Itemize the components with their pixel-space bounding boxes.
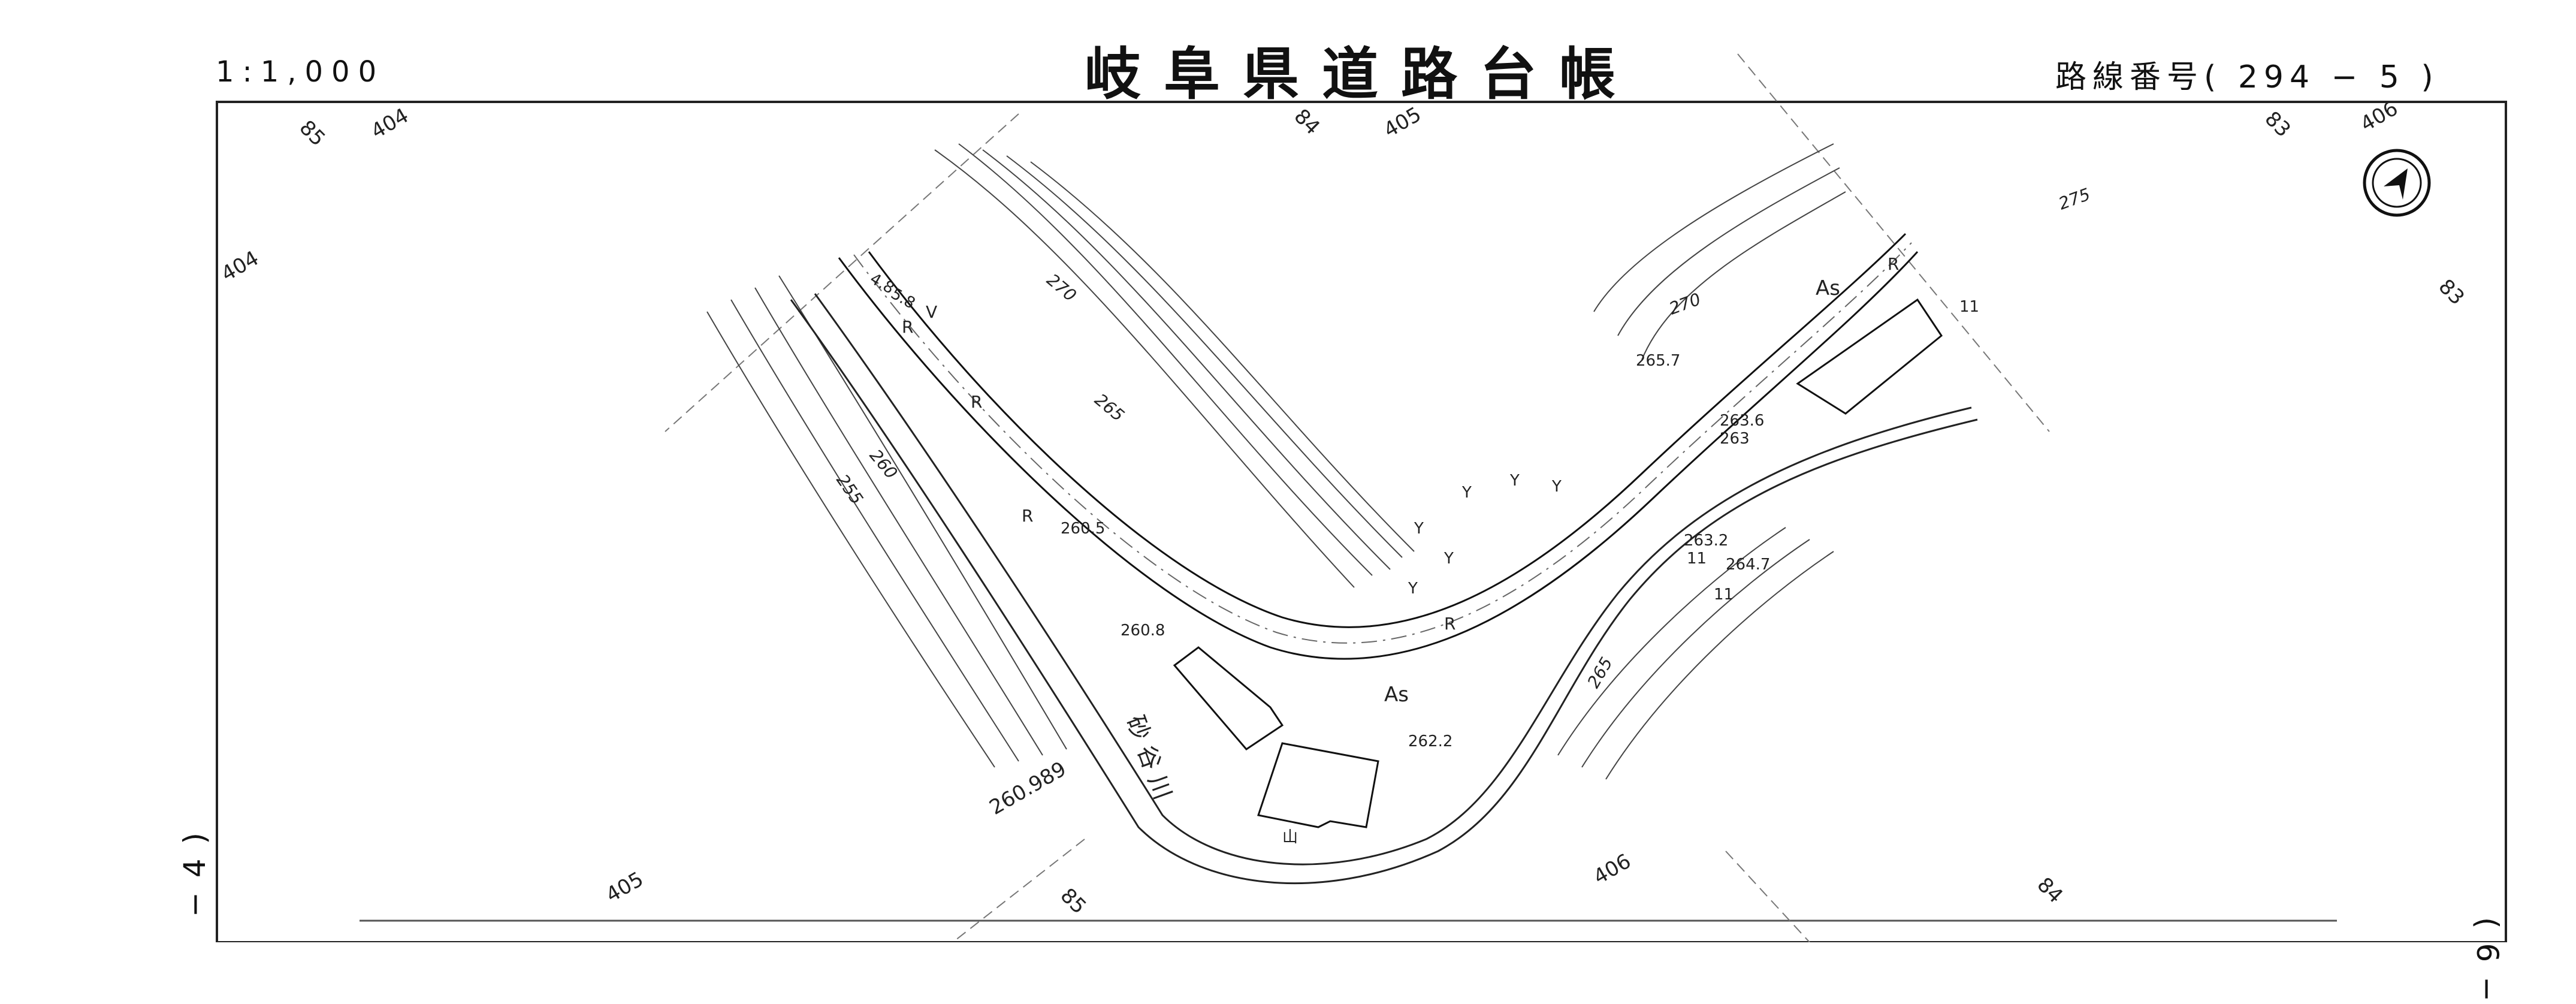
- contour-line: [1617, 167, 1840, 336]
- annotation-label: Y: [1443, 550, 1454, 568]
- pavement-label: As: [1816, 276, 1840, 300]
- river-bank-left: [790, 299, 1978, 885]
- contour-line: [706, 311, 995, 768]
- grid-label: 405: [1380, 102, 1426, 143]
- grid-label: 85: [295, 116, 330, 151]
- road-edge-inner: [868, 233, 1907, 628]
- building: [1796, 298, 1943, 415]
- spot-height: 263.6: [1720, 412, 1764, 430]
- route-number-value: 294 − 5: [2237, 59, 2405, 95]
- annotation-label: 11: [1959, 298, 1979, 316]
- grid-label: 83: [2434, 275, 2469, 310]
- annotation-label: 山: [1282, 828, 1298, 846]
- contour-line: [1006, 155, 1403, 558]
- spot-height: 260.989: [986, 757, 1071, 820]
- spot-height: 263.2: [1684, 532, 1728, 550]
- grid-label: 404: [367, 104, 413, 144]
- map-annotations: As As 砂 谷 川 V R R R R R Y Y Y Y Y Y 4.8 …: [867, 254, 1980, 846]
- grid-line: [952, 839, 1085, 942]
- road-edge-outer: [838, 251, 1919, 660]
- contour-line: [982, 149, 1391, 570]
- contour-line: [1641, 191, 1846, 360]
- building: [1173, 646, 1284, 750]
- annotation-label: Y: [1461, 484, 1472, 502]
- annotation-label: R: [1888, 254, 1899, 274]
- annotation-label: 11: [1687, 550, 1707, 568]
- route-number: 路線番号( 294 − 5 ): [2055, 52, 2439, 97]
- spot-height: 262.2: [1408, 732, 1452, 750]
- annotation-label: V: [926, 302, 937, 322]
- grid-label: 405: [602, 867, 648, 907]
- contour-line: [754, 287, 1043, 756]
- annotation-label: R: [902, 317, 913, 337]
- river-bank-right: [814, 293, 1972, 866]
- spot-heights: 265.7 263.6 263 263.2 264.7 260.5 260.8 …: [986, 352, 1771, 820]
- grid-label: 84: [1289, 104, 1325, 140]
- contours-right: [1557, 143, 1846, 780]
- north-arrow-icon: [2363, 149, 2431, 217]
- grid-label: 85: [1056, 884, 1091, 919]
- river: [790, 293, 1978, 885]
- map-scale: 1:1,000: [216, 55, 385, 89]
- spot-height: 263: [1720, 430, 1750, 448]
- grid-line: [665, 113, 1019, 432]
- contour-label: 270: [1043, 270, 1080, 306]
- route-number-label: 路線番号: [2055, 59, 2204, 95]
- grid-line: [1737, 53, 2050, 432]
- spot-height: 264.7: [1726, 556, 1770, 574]
- annotation-label: R: [1022, 506, 1033, 526]
- grid-label: 404: [218, 246, 263, 287]
- map-title: 岐阜県道路台帳: [1085, 41, 1639, 107]
- spot-height: 265.7: [1636, 352, 1680, 370]
- contour-line: [1593, 143, 1834, 312]
- map-frame: [216, 101, 2507, 942]
- contour-labels: 275 270 270 265 265 260 255: [832, 184, 2092, 691]
- road-ledger-map: 85 404 84 405 83 406 404 83 405 85 406 8…: [216, 53, 2507, 942]
- contour-line: [1581, 539, 1810, 768]
- grid-line: [1725, 851, 1810, 942]
- contour-label: 270: [1666, 289, 1704, 318]
- spot-height: 260.5: [1061, 520, 1105, 538]
- annotation-label: Y: [1414, 520, 1424, 538]
- annotation-label: R: [1444, 614, 1455, 634]
- contour-label: 265: [1091, 390, 1128, 426]
- spot-height: 260.8: [1121, 622, 1165, 640]
- annotation-label: Y: [1551, 478, 1562, 496]
- grid-lines: [665, 53, 2050, 942]
- contour-line: [1030, 161, 1415, 552]
- route-number-open: (: [2204, 59, 2222, 95]
- pavement-label: As: [1384, 683, 1409, 707]
- annotation-label: Y: [1509, 472, 1520, 490]
- contour-line: [730, 299, 1019, 762]
- river-name: 砂 谷 川: [1121, 712, 1177, 803]
- route-number-close: ): [2421, 59, 2439, 95]
- building: [1257, 742, 1379, 828]
- annotation-label: R: [971, 392, 982, 412]
- contour-line: [934, 149, 1355, 588]
- contour-line: [1605, 551, 1834, 780]
- road-centerline: [853, 242, 1912, 644]
- grid-label: 84: [2033, 873, 2068, 908]
- annotation-label: Y: [1408, 580, 1418, 598]
- contour-line: [1557, 527, 1786, 756]
- buildings: [1173, 298, 1943, 828]
- grid-label: 83: [2260, 107, 2296, 142]
- grid-label: 406: [1590, 849, 1635, 890]
- contours-left: [706, 143, 1415, 768]
- contour-line: [958, 143, 1373, 576]
- contour-label: 275: [2056, 184, 2093, 213]
- road: [838, 233, 1919, 660]
- annotation-label: 11: [1714, 586, 1734, 604]
